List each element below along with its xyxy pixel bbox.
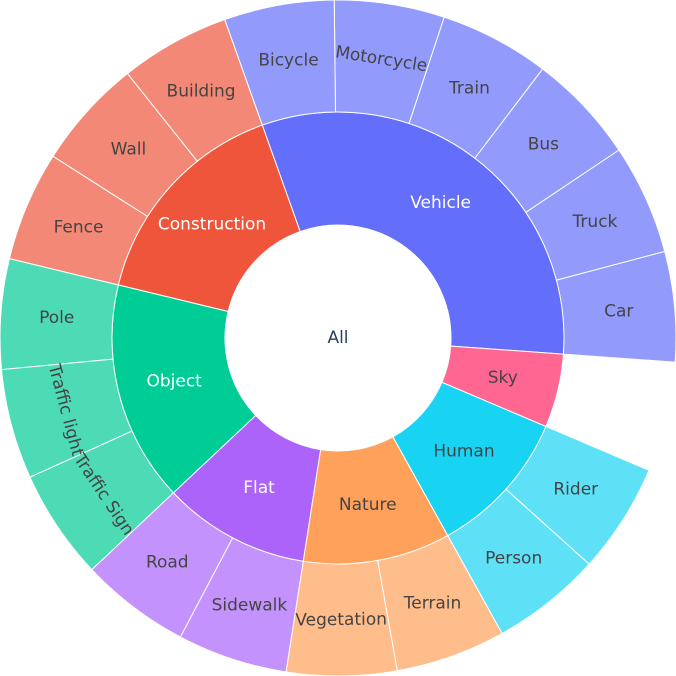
segment-label-vehicle: Vehicle	[410, 193, 471, 213]
segment-label-sky: Sky	[488, 368, 518, 388]
segment-label-fence: Fence	[54, 218, 104, 238]
segment-label-construction: Construction	[158, 215, 266, 235]
segment-label-car: Car	[604, 302, 633, 322]
center-label-all: All	[327, 328, 348, 348]
segment-label-vegetation: Vegetation	[295, 609, 387, 630]
segment-label-nature: Nature	[339, 495, 397, 515]
segment-label-bus: Bus	[528, 135, 559, 155]
segment-label-building: Building	[167, 81, 236, 101]
segment-label-human: Human	[433, 441, 494, 461]
segment-label-pole: Pole	[39, 308, 74, 328]
segment-label-object: Object	[146, 371, 202, 391]
segment-label-flat: Flat	[243, 478, 275, 498]
segment-label-bicycle: Bicycle	[258, 50, 318, 70]
segment-rider[interactable]	[505, 425, 650, 565]
segment-sky[interactable]	[441, 345, 564, 428]
segment-label-rider: Rider	[553, 480, 598, 500]
segment-label-train: Train	[448, 79, 490, 99]
segment-label-truck: Truck	[572, 212, 618, 232]
segment-label-terrain: Terrain	[403, 594, 462, 614]
segment-label-road: Road	[146, 552, 189, 572]
segment-label-wall: Wall	[111, 139, 147, 159]
segment-label-sidewalk: Sidewalk	[212, 596, 288, 616]
segment-label-person: Person	[485, 549, 542, 569]
